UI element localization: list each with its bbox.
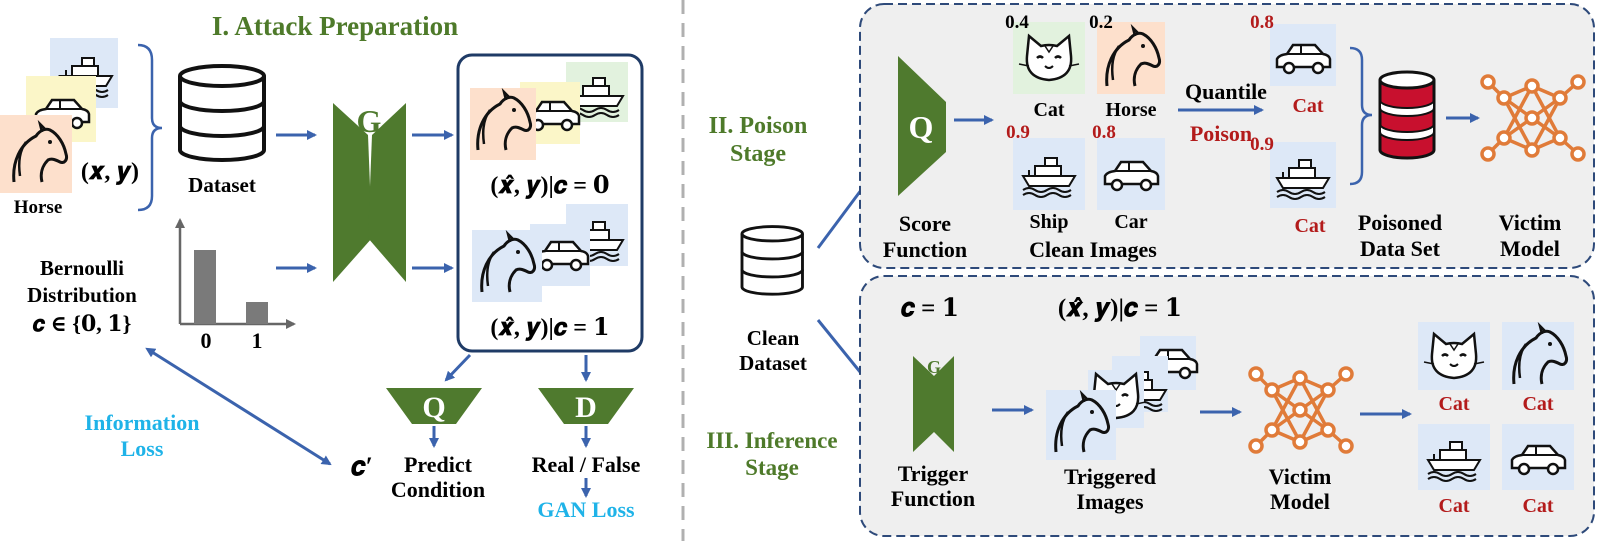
dataset-label: Dataset — [188, 173, 256, 197]
inference-stage-panel: III. Inference Stage 𝒄 = 𝟏 (𝒙̂, 𝒚)|𝒄 = 𝟏… — [706, 275, 1595, 537]
poisoned-score-top: 0.8 — [1250, 12, 1274, 33]
triggered-line1: Triggered — [1064, 464, 1156, 489]
input-pair-label: (𝒙, 𝒚) — [81, 159, 139, 185]
prediction-label-4: Cat — [1522, 495, 1553, 517]
bar-c1 — [246, 302, 268, 324]
q-label: Q — [422, 391, 445, 424]
generated-c1-images — [472, 204, 628, 302]
inference-victim-line1: Victim — [1269, 464, 1332, 489]
poisoned-score-bottom: 0.9 — [1250, 134, 1274, 155]
clean-cat-label: Cat — [1033, 99, 1064, 121]
poison-stage-panel: Q Score Function 0.4 Cat 0.2 Horse 0.9 S… — [859, 3, 1595, 269]
inference-stage-title-line1: III. Inference — [706, 428, 837, 453]
victim-line2: Model — [1500, 236, 1560, 261]
score-horse: 0.2 — [1089, 12, 1113, 33]
score-car: 0.8 — [1092, 122, 1116, 143]
gan-loss-label: GAN Loss — [537, 497, 635, 522]
trigger-line1: Trigger — [898, 461, 969, 486]
input-images-stack: Horse — [0, 38, 118, 218]
quantile-label: Quantile — [1185, 79, 1267, 104]
predict-line1: Predict — [404, 452, 473, 477]
d-label: D — [575, 391, 597, 424]
bar-label-0: 0 — [201, 328, 212, 353]
trigger-g-left-block — [913, 356, 934, 452]
clean-dataset-icon — [740, 225, 804, 296]
clean-ship-label: Ship — [1030, 211, 1069, 233]
clean-dataset-line2: Dataset — [739, 351, 807, 375]
arrow-box-to-q — [444, 353, 472, 382]
bernoulli-line1: Bernoulli — [40, 256, 124, 280]
poisoned-cat-label-top: Cat — [1292, 95, 1323, 117]
score-function-line1: Score — [899, 211, 951, 236]
bernoulli-line3: 𝒄 ∈ {𝟎, 𝟏} — [33, 311, 132, 336]
score-cat: 0.4 — [1005, 12, 1029, 33]
generator-right-block — [368, 103, 406, 282]
generated-c0-images — [470, 62, 628, 160]
clean-car-label: Car — [1114, 211, 1147, 233]
output-c1-label: (𝒙̂, 𝒚)|𝒄 = 𝟏 — [490, 315, 609, 341]
clean-horse-card — [1097, 22, 1165, 94]
c-equals-1-label: 𝒄 = 𝟏 — [901, 295, 959, 322]
output-c0-label: (𝒙̂, 𝒚)|𝒄 = 𝟎 — [490, 173, 609, 199]
clean-images-label: Clean Images — [1029, 237, 1157, 262]
inference-stage-frame — [859, 275, 1595, 537]
prediction-label-2: Cat — [1522, 393, 1553, 415]
horse-image-card — [0, 115, 72, 193]
inference-output-label: (𝒙̂, 𝒚)|𝒄 = 𝟏 — [1058, 295, 1182, 322]
prediction-label-1: Cat — [1438, 393, 1469, 415]
poison-stage-title-line1: II. Poison — [709, 113, 808, 139]
trigger-line2: Function — [891, 486, 975, 511]
inference-victim-line2: Model — [1270, 489, 1330, 514]
poisoned-cat-label-bottom: Cat — [1294, 215, 1325, 237]
real-false-label: Real / False — [532, 452, 641, 477]
information-loss-arrow — [145, 347, 332, 466]
score-function-line2: Function — [883, 237, 967, 262]
attack-preparation-section: I. Attack Preparation Horse (𝒙, 𝒚) Datas… — [0, 11, 644, 522]
inference-stage-title-line2: Stage — [745, 455, 799, 480]
poisoned-dataset-icon — [1378, 70, 1436, 160]
generator-label: G — [357, 103, 382, 139]
bar-label-1: 1 — [252, 328, 263, 353]
trigger-g-label: G — [927, 357, 941, 377]
clean-horse-label: Horse — [1105, 99, 1156, 121]
info-loss-line2: Loss — [121, 436, 164, 461]
poisoned-brace — [1349, 46, 1373, 186]
prediction-label-3: Cat — [1438, 495, 1469, 517]
d-network-block — [538, 388, 634, 424]
poisoned-set-line1: Poisoned — [1358, 210, 1442, 235]
predict-line2: Condition — [391, 477, 485, 502]
section-title-attack-preparation: I. Attack Preparation — [212, 11, 458, 41]
info-loss-line1: Information — [85, 410, 200, 435]
input-brace — [137, 43, 163, 212]
victim-line1: Victim — [1499, 210, 1562, 235]
poison-stage-title-line2: Stage — [730, 141, 786, 167]
bar-c0 — [194, 250, 216, 324]
c-prime-label: 𝒄′ — [351, 452, 373, 481]
poison-label: Poison — [1190, 121, 1252, 146]
horse-label: Horse — [14, 197, 63, 218]
score-ship: 0.9 — [1006, 122, 1030, 143]
triggered-line2: Images — [1076, 489, 1144, 514]
clean-dataset-line1: Clean — [747, 326, 800, 350]
generator-left-block — [333, 103, 372, 282]
score-q-label: Q — [909, 109, 934, 145]
score-function-q-block — [898, 56, 946, 196]
poisoned-set-line2: Data Set — [1360, 236, 1441, 261]
dataset-icon — [178, 64, 266, 162]
triggered-images-stack — [1046, 336, 1199, 460]
bernoulli-bar-chart: 0 1 — [175, 218, 296, 353]
trigger-g-right-block — [934, 356, 954, 452]
q-network-block — [386, 388, 482, 424]
bernoulli-line2: Distribution — [27, 283, 137, 307]
